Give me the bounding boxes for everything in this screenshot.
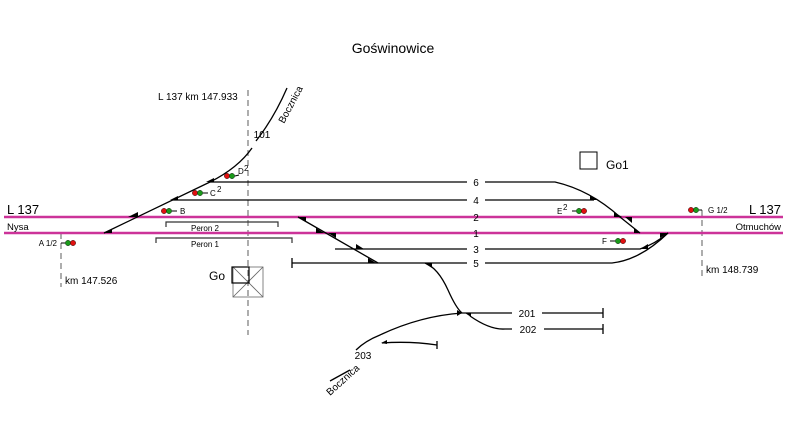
platform-2-label: Peron 2 bbox=[191, 224, 220, 233]
signal-a[interactable] bbox=[61, 240, 76, 246]
signal-c[interactable] bbox=[192, 190, 208, 196]
track-3-right bbox=[485, 232, 669, 250]
station-title: Goświnowice bbox=[352, 40, 435, 56]
siding-101-track bbox=[255, 87, 288, 142]
signal-c-sup: 2 bbox=[217, 185, 222, 194]
signal-d-sup: 2 bbox=[244, 164, 249, 173]
axis-km-label: L 137 km 147.933 bbox=[158, 92, 238, 103]
track-label-101: 101 bbox=[254, 130, 271, 141]
signal-e-label: E bbox=[557, 207, 562, 216]
signal-d-label: D bbox=[238, 167, 244, 176]
switch-marker bbox=[298, 217, 306, 221]
signal-f-label: F bbox=[602, 237, 607, 246]
left-direction-label: Nysa bbox=[7, 222, 29, 233]
signal-g[interactable] bbox=[688, 207, 702, 213]
left-km-label: km 147.526 bbox=[65, 276, 118, 287]
switch-marker bbox=[640, 244, 648, 249]
switch-marker bbox=[104, 229, 112, 233]
right-line-label: L 137 bbox=[749, 202, 781, 217]
track-label-1: 1 bbox=[473, 229, 479, 240]
signal-d[interactable] bbox=[224, 173, 240, 179]
platform-2 bbox=[165, 221, 279, 227]
signal-e-sup: 2 bbox=[563, 203, 568, 212]
track-label-4: 4 bbox=[473, 196, 479, 207]
signal-e[interactable] bbox=[572, 208, 587, 214]
south-siding-track bbox=[329, 369, 351, 382]
switch-marker bbox=[614, 212, 622, 217]
middle-crossover bbox=[297, 216, 379, 264]
track-203-curve bbox=[355, 312, 463, 351]
switch-marker bbox=[465, 313, 471, 317]
switch-marker bbox=[457, 310, 462, 316]
switch-marker bbox=[170, 196, 178, 200]
switch-marker bbox=[634, 228, 640, 233]
switch-marker bbox=[590, 196, 598, 200]
track-label-6: 6 bbox=[473, 178, 479, 189]
building-go1-label: Go1 bbox=[606, 158, 629, 172]
track-label-2: 2 bbox=[473, 213, 479, 224]
building-go1 bbox=[579, 151, 598, 170]
platform-1-label: Peron 1 bbox=[191, 240, 220, 249]
left-line-label: L 137 bbox=[7, 202, 39, 217]
switch-marker bbox=[316, 228, 324, 233]
building-go bbox=[231, 266, 264, 298]
track-5-right bbox=[485, 232, 669, 264]
switch-marker bbox=[660, 233, 668, 238]
right-km-label: km 148.739 bbox=[706, 265, 759, 276]
building-go-label: Go bbox=[209, 269, 225, 283]
branch-to-yard bbox=[424, 262, 463, 314]
signal-a-label: A 1/2 bbox=[39, 239, 58, 248]
signal-c-label: C bbox=[210, 189, 216, 198]
switch-marker bbox=[128, 212, 138, 217]
left-ladder bbox=[103, 147, 253, 234]
switch-marker bbox=[381, 340, 387, 344]
north-siding-label: Bocznica bbox=[277, 84, 306, 125]
switch-marker bbox=[356, 244, 364, 249]
switch-marker bbox=[328, 233, 336, 238]
track-label-202: 202 bbox=[520, 325, 537, 336]
signal-b-label: B bbox=[180, 207, 185, 216]
switch-marker bbox=[368, 258, 376, 263]
switch-marker bbox=[206, 178, 214, 182]
track-label-3: 3 bbox=[473, 245, 479, 256]
track-203-stub bbox=[381, 341, 438, 346]
track-label-203: 203 bbox=[355, 351, 372, 362]
switch-marker bbox=[424, 263, 432, 268]
signal-f[interactable] bbox=[610, 238, 626, 244]
switch-marker bbox=[625, 217, 632, 223]
signal-g-label: G 1/2 bbox=[708, 206, 728, 215]
track-label-5: 5 bbox=[473, 259, 479, 270]
platform-1 bbox=[155, 237, 293, 243]
signal-b[interactable] bbox=[161, 208, 177, 214]
right-direction-label: Otmuchów bbox=[736, 222, 782, 233]
track-label-201: 201 bbox=[519, 309, 536, 320]
track-202-left bbox=[469, 315, 512, 330]
